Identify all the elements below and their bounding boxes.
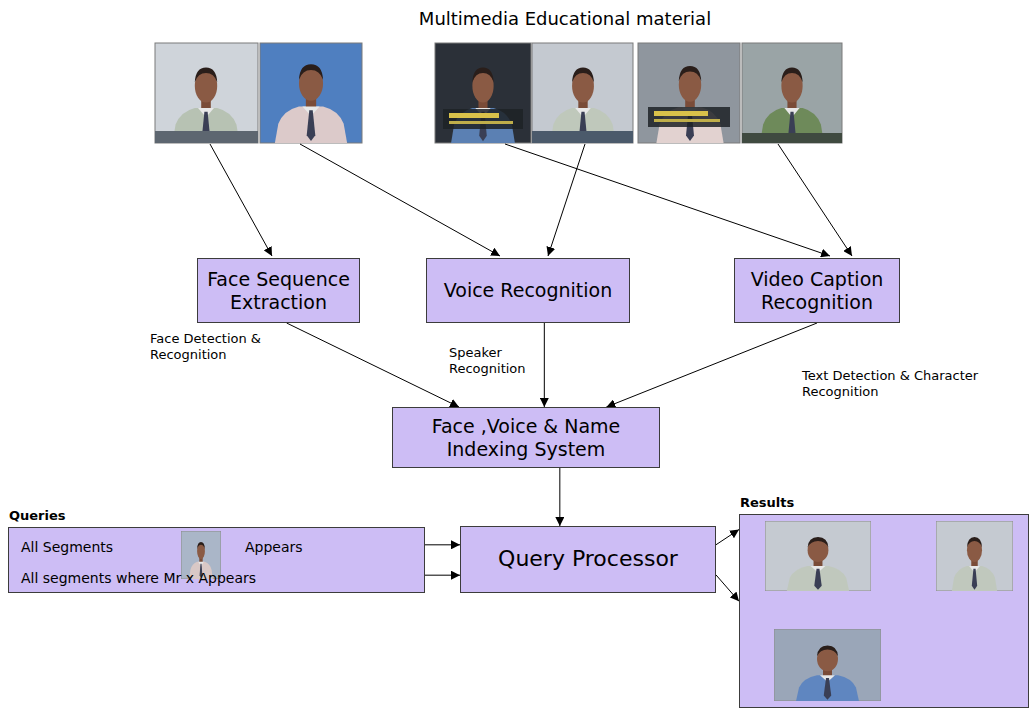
- box-label: Face ,Voice & Name Indexing System: [398, 415, 654, 461]
- box-label: Query Processor: [466, 546, 710, 572]
- video-frame: [742, 43, 842, 143]
- thumbnail-background: [936, 521, 1013, 591]
- frame-background: [435, 43, 531, 143]
- source-arrow: [300, 144, 500, 256]
- flow-arrow: [716, 575, 739, 601]
- box-label: Voice Recognition: [432, 279, 624, 302]
- flow-arrow: [425, 575, 460, 576]
- diagram-title: Multimedia Educational material: [365, 8, 765, 29]
- box-label: Face Sequence Extraction: [203, 268, 354, 314]
- frame-background: [742, 43, 842, 143]
- box-heading: Results: [740, 495, 794, 511]
- process-box: Face Sequence Extraction: [197, 258, 360, 323]
- presenter: [787, 537, 849, 591]
- flow-arrow: [287, 323, 459, 407]
- video-frame: [532, 43, 633, 143]
- frame-background: [260, 43, 362, 143]
- video-frame: [435, 43, 531, 143]
- flow-arrow: [559, 468, 560, 526]
- presenter: [451, 68, 515, 143]
- process-box: Face ,Voice & Name Indexing System: [392, 407, 660, 468]
- thumbnail-picture: [936, 521, 1013, 591]
- desk: [742, 133, 842, 143]
- source-arrow: [210, 144, 272, 256]
- process-box: Query Processor: [460, 526, 716, 593]
- edge-label: Speaker Recognition: [447, 345, 541, 378]
- group-box: Results: [739, 514, 1029, 708]
- video-frame: [638, 43, 740, 143]
- process-box: Voice Recognition: [426, 258, 630, 323]
- frame-background: [532, 43, 633, 143]
- group-box: QueriesAll SegmentsAppearsAll segments w…: [8, 527, 425, 593]
- caption-bar: [443, 109, 523, 129]
- presenter: [275, 64, 347, 143]
- thumbnail-background: [774, 629, 881, 701]
- query-text: Appears: [245, 539, 303, 556]
- flow-arrow: [716, 530, 739, 545]
- presenter: [656, 66, 723, 143]
- desk: [532, 131, 633, 143]
- thumbnail-background: [765, 521, 871, 591]
- flow-arrow: [544, 323, 545, 407]
- source-arrow: [505, 144, 830, 256]
- frame-background: [638, 43, 740, 143]
- caption-glyphs: [654, 111, 708, 116]
- presenter: [796, 646, 859, 701]
- caption-bar: [648, 107, 730, 127]
- source-arrow: [778, 144, 852, 256]
- box-label: Video Caption Recognition: [740, 268, 894, 314]
- flow-arrow: [606, 323, 817, 407]
- query-text: All Segments: [21, 539, 113, 556]
- video-frame: [155, 43, 258, 143]
- edge-label: Face Detection & Recognition: [148, 331, 276, 364]
- caption-glyphs: [654, 119, 720, 122]
- edge-label: Text Detection & Character Recognition: [800, 368, 1004, 401]
- flow-arrow: [425, 544, 460, 545]
- frame-background: [155, 43, 258, 143]
- desk: [155, 131, 258, 143]
- process-box: Video Caption Recognition: [734, 258, 900, 323]
- presenter: [760, 68, 824, 143]
- box-heading: Queries: [9, 508, 66, 524]
- presenter: [952, 537, 997, 591]
- caption-glyphs: [449, 113, 499, 118]
- caption-glyphs: [449, 121, 513, 124]
- query-text: All segments where Mr x Appears: [21, 570, 256, 587]
- thumbnail-picture: [774, 629, 881, 701]
- video-frame: [260, 43, 362, 143]
- thumbnail-picture: [765, 521, 871, 591]
